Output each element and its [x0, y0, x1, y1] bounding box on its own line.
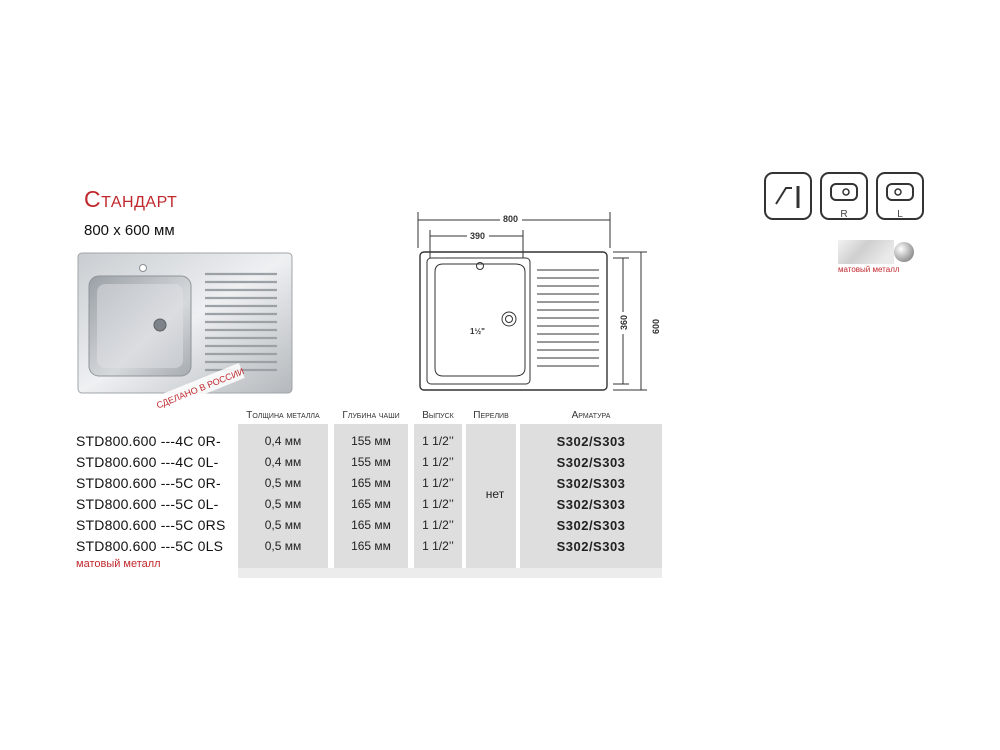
- header-thickness: Толщина металла: [246, 410, 320, 421]
- finish-label: матовый металл: [838, 265, 900, 274]
- outlet-size-label: 1½": [470, 327, 485, 336]
- matte-finish-swatch: [838, 240, 914, 264]
- feature-icons: R L: [764, 172, 926, 228]
- cell-fitting: S302/S303: [556, 476, 626, 491]
- table-row-model: STD800.600 ---5C 0RS: [76, 517, 226, 533]
- header-outlet: Выпуск: [422, 410, 454, 421]
- sink-photo: СДЕЛАНО В РОССИИ: [77, 252, 293, 414]
- cell-depth: 165 мм: [351, 539, 391, 553]
- bowl-right-icon: R: [820, 172, 868, 220]
- table-row-model: STD800.600 ---5C 0L-: [76, 496, 219, 512]
- table-row-model: STD800.600 ---5C 0R-: [76, 475, 221, 491]
- cell-fitting: S302/S303: [556, 539, 626, 554]
- header-fitting: Арматура: [571, 410, 611, 421]
- cell-thickness: 0,5 мм: [264, 476, 302, 490]
- cell-outlet: 1 1/2’’: [422, 497, 454, 511]
- cell-outlet: 1 1/2’’: [422, 518, 454, 532]
- column-bg: [520, 424, 662, 568]
- cell-outlet: 1 1/2’’: [422, 455, 454, 469]
- column-bg: [334, 424, 408, 568]
- cell-thickness: 0,4 мм: [264, 455, 302, 469]
- cell-fitting: S302/S303: [556, 455, 626, 470]
- product-title: Стандарт: [84, 186, 178, 212]
- cell-outlet: 1 1/2’’: [422, 476, 454, 490]
- header-overflow: Перелив: [473, 410, 509, 421]
- cell-depth: 155 мм: [351, 434, 391, 448]
- column-bg: [466, 424, 516, 568]
- cell-fitting: S302/S303: [556, 434, 626, 449]
- cell-thickness: 0,5 мм: [264, 518, 302, 532]
- faucet-hole-icon: [764, 172, 812, 220]
- cell-outlet: 1 1/2’’: [422, 434, 454, 448]
- cell-thickness: 0,4 мм: [264, 434, 302, 448]
- height-dimension: 600: [651, 319, 661, 334]
- cell-outlet: 1 1/2’’: [422, 539, 454, 553]
- column-bg: [238, 424, 328, 568]
- cell-overflow: нет: [485, 487, 505, 501]
- cell-depth: 165 мм: [351, 476, 391, 490]
- bowl-width-dimension: 390: [470, 231, 485, 241]
- finish-note: матовый металл: [76, 558, 161, 570]
- table-row-model: STD800.600 ---5C 0LS: [76, 538, 224, 554]
- technical-drawing: 800 390 1½" 600 360: [417, 212, 661, 391]
- cell-depth: 155 мм: [351, 455, 391, 469]
- table-row-model: STD800.600 ---4C 0L-: [76, 454, 219, 470]
- cell-fitting: S302/S303: [556, 518, 626, 533]
- cell-depth: 165 мм: [351, 497, 391, 511]
- table-row-model: STD800.600 ---4C 0R-: [76, 433, 221, 449]
- bowl-height-dimension: 360: [619, 315, 629, 330]
- cell-thickness: 0,5 мм: [264, 497, 302, 511]
- cell-depth: 165 мм: [351, 518, 391, 532]
- column-bg: [414, 424, 462, 568]
- bowl-left-icon: L: [876, 172, 924, 220]
- product-size: 800 x 600 мм: [84, 222, 175, 239]
- table-footer-bar: [238, 568, 662, 578]
- header-depth: Глубина чаши: [342, 410, 400, 421]
- cell-fitting: S302/S303: [556, 497, 626, 512]
- width-dimension: 800: [503, 214, 518, 224]
- cell-thickness: 0,5 мм: [264, 539, 302, 553]
